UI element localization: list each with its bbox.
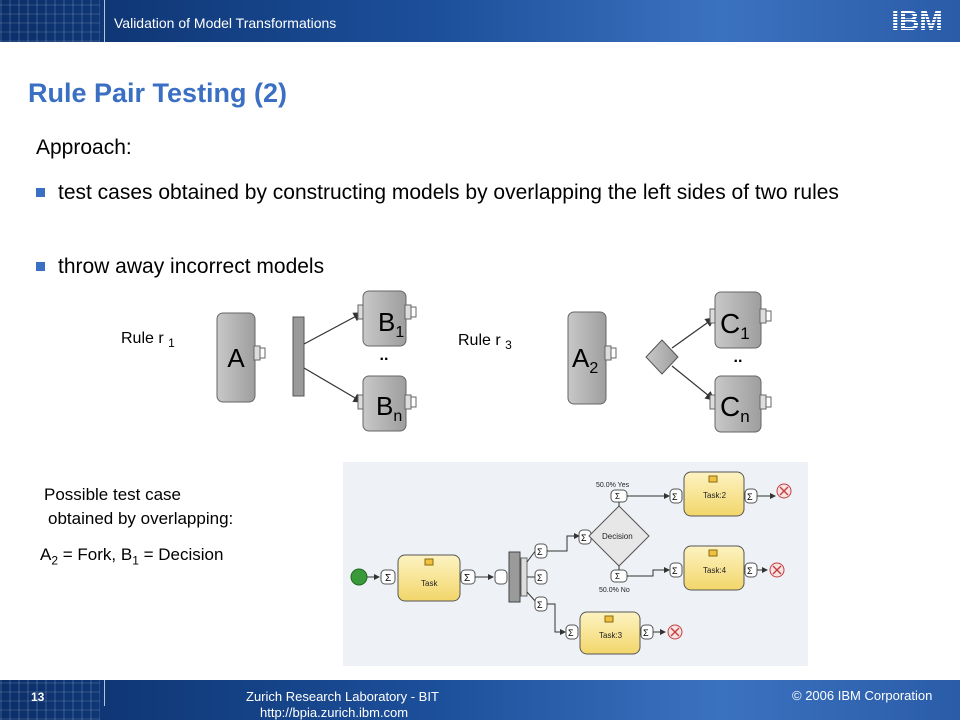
svg-text:Σ: Σ	[747, 492, 753, 502]
port-icon	[410, 306, 417, 318]
svg-text:Σ: Σ	[537, 573, 543, 583]
decision-label: Decision	[602, 532, 633, 541]
output-port-icon: Σ	[534, 569, 548, 585]
footer-lab-name: Zurich Research Laboratory - BIT	[246, 689, 439, 704]
svg-text:Σ: Σ	[643, 628, 649, 638]
port-icon	[404, 394, 412, 410]
svg-text:Σ: Σ	[464, 573, 470, 584]
rule-r3-diagram: A2 C1 .. Cn	[567, 291, 772, 433]
fork-bar	[292, 316, 305, 397]
svg-text:Σ: Σ	[747, 566, 753, 576]
footer-pattern	[0, 680, 100, 720]
presentation-title: Validation of Model Transformations	[114, 15, 337, 31]
port-icon	[604, 345, 612, 361]
port-icon	[259, 347, 266, 359]
end-event-icon	[667, 624, 683, 640]
output-port-icon: Σ	[534, 543, 548, 559]
output-port-icon: Σ	[610, 569, 628, 583]
svg-text:Σ: Σ	[672, 566, 678, 576]
header-bar: Validation of Model Transformations IBM	[0, 0, 960, 42]
ibm-logo-text: IBM	[891, 5, 942, 35]
port-icon	[765, 310, 772, 322]
ellipsis-dots: ..	[380, 347, 389, 364]
svg-text:Σ: Σ	[537, 600, 543, 610]
slide-title: Rule Pair Testing (2)	[28, 78, 288, 108]
task-3	[579, 611, 641, 655]
end-event-icon	[769, 562, 785, 578]
fork-bar	[508, 551, 521, 603]
bullet-square-icon	[36, 262, 45, 271]
ellipsis-dots: ..	[734, 349, 743, 366]
start-event	[350, 568, 368, 586]
output-port-icon: Σ	[610, 489, 628, 503]
port-icon	[410, 396, 417, 408]
yes-label: 50.0% Yes	[596, 482, 630, 489]
task-4-label: Task:4	[703, 566, 727, 575]
header-divider	[104, 0, 105, 42]
port-icon	[759, 394, 767, 410]
input-port-icon: Σ	[380, 569, 396, 585]
rule-r1-label: Rule r 1	[121, 330, 175, 351]
caption-line-1: Possible test case	[44, 485, 182, 504]
svg-text:Σ: Σ	[537, 547, 543, 557]
decision-diamond	[645, 339, 679, 375]
task-2-label: Task:2	[703, 491, 727, 500]
node-c1-label: C1	[720, 308, 750, 343]
rule-diagrams: A B1 .. Bn A2	[216, 290, 772, 433]
caption-line-2: obtained by overlapping:	[48, 509, 234, 528]
svg-text:Σ: Σ	[568, 628, 574, 638]
node-b1-label: B1	[378, 307, 404, 341]
output-port-icon: Σ	[640, 624, 654, 640]
footer-bar: 13 Zurich Research Laboratory - BIT http…	[0, 680, 960, 720]
bullet-text: throw away incorrect models	[58, 255, 325, 278]
ibm-logo: IBM	[891, 5, 942, 35]
caption-equation: A2 = Fork, B1 = Decision	[40, 545, 224, 568]
svg-text:Σ: Σ	[672, 492, 678, 502]
no-label: 50.0% No	[599, 587, 630, 594]
task-2	[683, 471, 745, 517]
node-a-label: A	[227, 343, 245, 373]
input-port-icon: Σ	[669, 488, 683, 504]
svg-text:Σ: Σ	[615, 492, 620, 501]
task-main	[397, 554, 461, 602]
port-icon	[759, 308, 767, 324]
task-4	[683, 545, 745, 591]
header-pattern	[0, 0, 100, 42]
footer-divider	[104, 680, 105, 706]
approach-label: Approach:	[36, 136, 132, 159]
input-port-icon: Σ	[669, 562, 683, 578]
task-main-label: Task	[421, 579, 438, 588]
svg-text:Σ: Σ	[615, 572, 620, 581]
bullet-text: test cases obtained by constructing mode…	[58, 181, 839, 204]
bpmn-model-panel: Σ Task Σ Σ Σ Σ Σ Decision 50.0% Yes Σ Σ …	[343, 462, 808, 666]
node-bn-label: Bn	[376, 391, 402, 425]
rule-r3-label: Rule r 3	[458, 332, 512, 353]
footer-url: http://bpia.zurich.ibm.com	[260, 705, 409, 720]
output-port-icon: Σ	[744, 488, 758, 504]
output-port-icon: Σ	[460, 569, 476, 585]
input-port-icon	[494, 569, 508, 585]
bpmn-model: Σ Task Σ Σ Σ Σ Σ Decision 50.0% Yes Σ Σ …	[350, 471, 792, 655]
footer-copyright: © 2006 IBM Corporation	[792, 688, 933, 703]
svg-text:Σ: Σ	[581, 533, 587, 543]
input-port-icon: Σ	[565, 624, 579, 640]
end-event-icon	[776, 483, 792, 499]
port-icon	[765, 396, 772, 408]
output-port-icon: Σ	[534, 596, 548, 612]
output-port-icon: Σ	[744, 562, 758, 578]
input-port-icon: Σ	[578, 529, 592, 545]
port-icon	[404, 304, 412, 320]
port-icon	[253, 345, 261, 361]
task-3-label: Task:3	[599, 631, 623, 640]
bullet-square-icon	[36, 188, 45, 197]
svg-text:Σ: Σ	[385, 573, 391, 584]
node-cn-label: Cn	[720, 391, 750, 426]
port-icon	[610, 347, 617, 359]
rule-r1-diagram: A B1 .. Bn	[216, 290, 417, 432]
node-a2-label: A2	[572, 343, 598, 377]
page-number: 13	[31, 690, 45, 704]
